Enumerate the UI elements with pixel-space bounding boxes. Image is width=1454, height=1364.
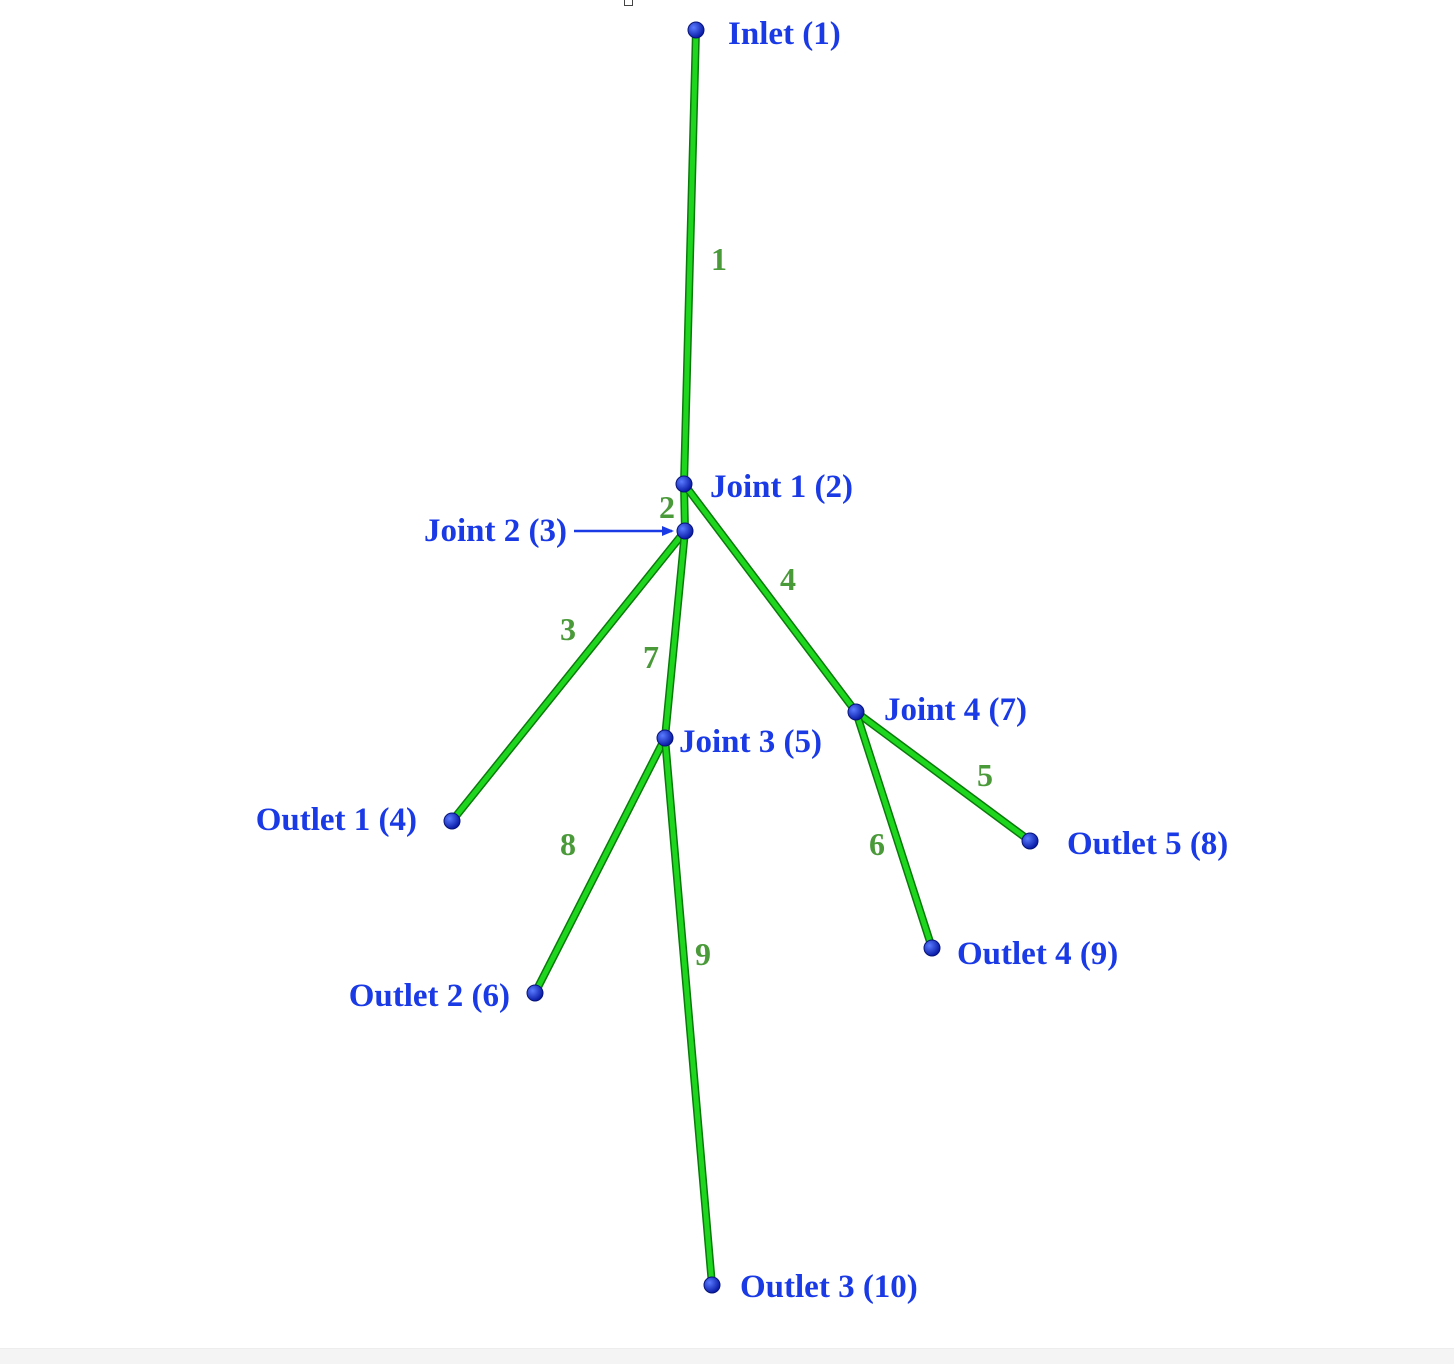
seg-5-label: 5	[977, 757, 993, 793]
segments-layer	[448, 26, 1034, 1289]
outlet-2-label: Outlet 2 (6)	[349, 978, 510, 1014]
seg-9-label: 9	[695, 936, 711, 972]
seg-7-label: 7	[643, 639, 659, 675]
node-labels-layer: Inlet (1) Joint 1 (2) Joint 2 (3) Joint 3 (…	[256, 16, 1229, 1305]
seg-6-label: 6	[869, 826, 885, 862]
seg-9-line	[662, 735, 715, 1288]
page-corner-mark-top	[624, 0, 633, 6]
segment-labels-layer: 1 2 3 4 5 6 7 8 9	[560, 241, 993, 972]
seg-1-line	[681, 27, 699, 487]
outlet-5-node	[1021, 832, 1039, 850]
joint-3-node	[656, 729, 674, 747]
outlet-5-label: Outlet 5 (8)	[1067, 826, 1228, 862]
seg-1-label: 1	[711, 241, 727, 277]
outlet-1-node	[443, 812, 461, 830]
seg-4-line	[681, 481, 859, 715]
joint-2-node	[676, 522, 694, 540]
joint-4-node	[847, 703, 865, 721]
outlet-4-label: Outlet 4 (9)	[957, 936, 1118, 972]
inlet-1-node	[687, 21, 705, 39]
seg-3-line	[449, 528, 688, 824]
seg-8-line	[532, 735, 668, 996]
outlet-3-label: Outlet 3 (10)	[740, 1269, 918, 1305]
seg-3-label: 3	[560, 611, 576, 647]
nodes-layer	[443, 21, 1039, 1294]
outlet-1-label: Outlet 1 (4)	[256, 802, 417, 838]
joint-1-node	[675, 475, 693, 493]
seg-8-label: 8	[560, 826, 576, 862]
seg-7-line	[662, 528, 688, 741]
joint-3-label: Joint 3 (5)	[679, 724, 822, 760]
inlet-1-label: Inlet (1)	[728, 16, 841, 52]
seg-4-label: 4	[780, 561, 796, 597]
joint-2-label: Joint 2 (3)	[424, 513, 567, 549]
seg-6-line	[853, 709, 935, 951]
outlet-3-node	[703, 1276, 721, 1294]
joint-4-label: Joint 4 (7)	[884, 692, 1027, 728]
seg-5-line	[853, 709, 1033, 844]
outlet-4-node	[923, 939, 941, 957]
page-bottom-bar	[0, 1348, 1454, 1364]
outlet-2-node	[526, 984, 544, 1002]
joint-1-label: Joint 1 (2)	[710, 469, 853, 505]
seg-2-label: 2	[659, 489, 675, 525]
